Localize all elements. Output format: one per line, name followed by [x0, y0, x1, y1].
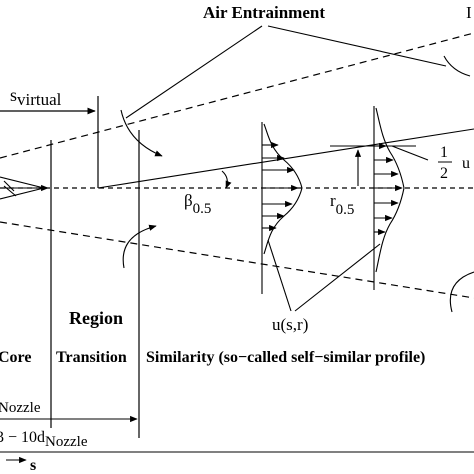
beta-label: β0.5 — [184, 191, 211, 217]
entrainment-arrows — [120, 55, 474, 313]
velocity-profile-2 — [373, 106, 405, 290]
beta-angle-arc — [221, 170, 232, 189]
profile-2-curve — [375, 107, 405, 273]
range-label: 3 − 10dNozzle — [0, 429, 88, 450]
s-virtual-label: svirtual — [10, 85, 62, 109]
velocity-profile-1 — [261, 122, 303, 294]
jet-spread-boundaries — [0, 32, 474, 299]
region-heading: Region — [69, 308, 123, 328]
svg-text:2: 2 — [440, 165, 448, 182]
u-sr-pointers — [267, 239, 381, 312]
r-half-label: r0.5 — [330, 191, 354, 218]
air-entrainment-label: Air Entrainment — [203, 3, 325, 22]
u-fragment: u — [462, 155, 470, 172]
core-wedge — [0, 176, 49, 200]
air-entrainment-pointers — [125, 25, 447, 119]
half-fraction: 1 2 u — [438, 144, 470, 182]
top-right-fragment: I — [466, 3, 472, 22]
profile-1-curve — [263, 123, 303, 255]
s-axis-label: s — [30, 457, 36, 474]
svg-text:1: 1 — [440, 144, 448, 161]
spread-angle-line — [97, 128, 474, 189]
u-sr-label: u(s,r) — [272, 315, 308, 334]
upper-boundary-line — [0, 32, 474, 159]
half-width-indicator — [330, 145, 429, 186]
core-label: Core — [0, 349, 31, 366]
nozzle-label: Nozzle — [0, 400, 41, 416]
similarity-label: Similarity (so−called self−similar profi… — [146, 349, 425, 366]
transition-label: Transition — [56, 349, 127, 366]
region-dividers — [50, 96, 140, 438]
lower-boundary-line — [0, 221, 474, 299]
